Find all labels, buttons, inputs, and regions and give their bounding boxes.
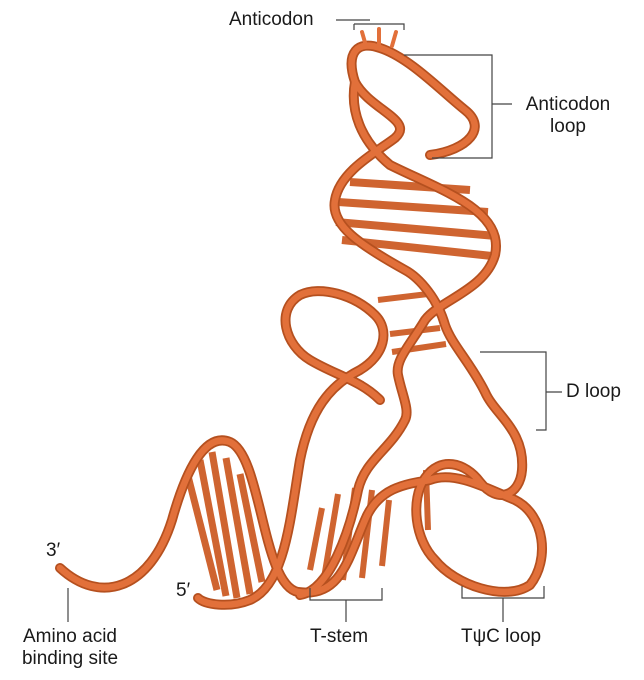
anticodon-loop-label-line2: loop [520,116,616,138]
backbone-outline [300,82,496,595]
anticodon-loop-label: Anticodon loop [520,94,616,138]
amino-acid-label-line2: binding site [8,648,132,670]
t-stem-rung [310,508,322,570]
amino-acid-label-line1: Amino acid [8,626,132,648]
three-prime-label: 3′ [46,540,60,562]
t-stem-rung [382,500,389,566]
backbone-outline [60,46,542,593]
amino-acid-binding-site-label: Amino acid binding site [8,626,132,670]
anticodon-bases [362,29,396,46]
five-prime-label: 5′ [176,580,190,602]
anticodon-rung [336,222,496,236]
anticodon-leader [336,20,404,30]
anticodon-base [392,32,396,46]
anticodon-loop-label-line1: Anticodon [520,94,616,116]
d-loop-bracket [480,352,562,430]
backbone-body [300,82,496,595]
anticodon-label: Anticodon [229,9,314,31]
trna-backbone [60,46,542,605]
anticodon-rung [350,182,470,190]
backbone-body [198,291,383,605]
d-loop-label: D loop [566,381,621,403]
d-stem-rung [378,294,428,300]
tpsic-loop-label: TψC loop [461,626,541,648]
t-stem-label: T-stem [310,626,368,648]
